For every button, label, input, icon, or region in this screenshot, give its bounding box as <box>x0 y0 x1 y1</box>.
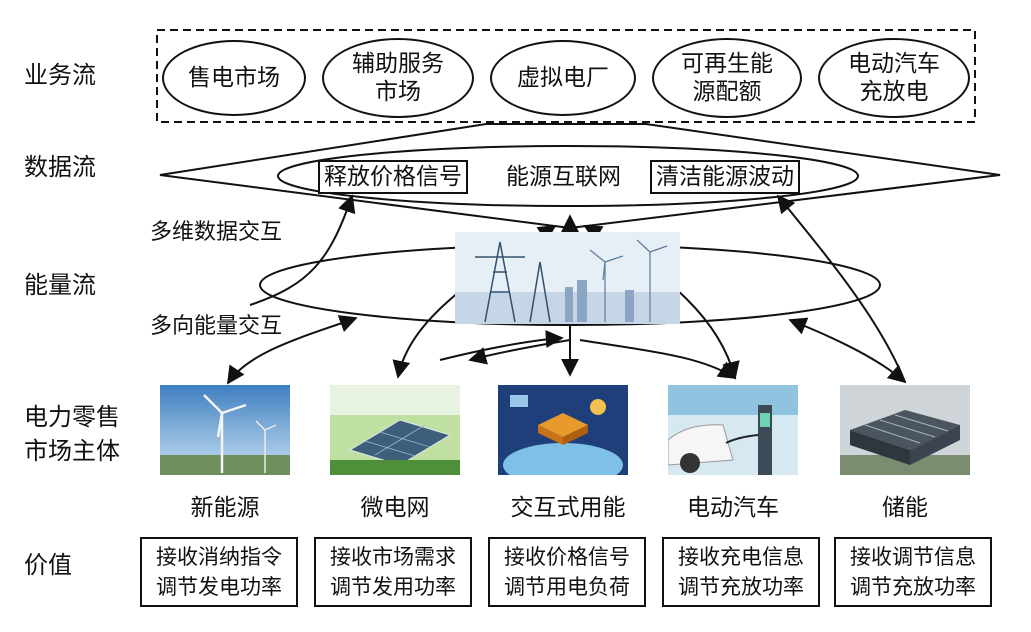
energy-storage-photo <box>840 385 970 475</box>
value-line1: 接收价格信号 <box>504 545 630 569</box>
value-box-interactive-energy: 接收价格信号 调节用电负荷 <box>488 537 646 607</box>
arrow-new-energy-data <box>249 194 356 306</box>
value-box-new-energy: 接收消纳指令 调节发电功率 <box>140 537 298 607</box>
clean-energy-fluctuation-label: 清洁能源波动 <box>650 160 800 194</box>
multi-dimensional-data-interaction-label: 多维数据交互 <box>150 220 283 245</box>
row-label-business-flow: 业务流 <box>24 61 96 89</box>
business-flow-dashed-box <box>156 29 976 123</box>
multi-directional-energy-interaction-label: 多向能量交互 <box>150 314 283 339</box>
row-label-value: 价值 <box>24 551 72 579</box>
value-line2: 调节充放功率 <box>850 575 976 599</box>
entity-name-new-energy: 新能源 <box>190 495 260 521</box>
value-line2: 调节发电功率 <box>156 575 282 599</box>
arrow-interactive-left <box>468 339 571 365</box>
entity-name-interactive-energy: 交互式用能 <box>510 495 626 521</box>
arrow-new-energy-energy <box>226 315 358 385</box>
business-oval-virtual-power-plant: 虚拟电厂 <box>490 40 636 116</box>
energy-internet-label: 能源互联网 <box>506 164 621 190</box>
row-label-retail-entity-line2: 市场主体 <box>24 437 120 465</box>
business-oval-renewable-quota: 可再生能 源配额 <box>652 38 802 118</box>
business-oval-ev-charge-discharge: 电动汽车 充放电 <box>818 38 970 118</box>
entity-name-ev: 电动汽车 <box>687 495 779 521</box>
value-line1: 接收充电信息 <box>678 545 804 569</box>
arrow-storage-data <box>776 194 906 383</box>
row-label-energy-flow: 能量流 <box>24 271 96 299</box>
business-oval-electricity-market: 售电市场 <box>162 40 306 116</box>
value-box-ev: 接收充电信息 调节充放功率 <box>662 537 820 607</box>
business-oval-ancillary-service-market: 辅助服务 市场 <box>322 38 474 118</box>
release-price-signal-label: 释放价格信号 <box>318 160 468 194</box>
value-line2: 调节用电负荷 <box>504 575 630 599</box>
interactive-energy-photo <box>498 385 628 475</box>
value-line2: 调节发用功率 <box>330 575 456 599</box>
value-box-microgrid: 接收市场需求 调节发用功率 <box>314 537 472 607</box>
arrow-ev-energy <box>579 339 737 379</box>
entity-name-storage: 储能 <box>882 495 928 521</box>
power-tower-photo <box>455 232 680 324</box>
microgrid-photo <box>330 385 460 475</box>
value-line1: 接收调节信息 <box>850 545 976 569</box>
entity-name-microgrid: 微电网 <box>360 495 430 521</box>
wind-turbine-photo <box>160 385 290 475</box>
value-box-storage: 接收调节信息 调节充放功率 <box>834 537 992 607</box>
arrow-storage-energy <box>788 317 907 384</box>
value-line1: 接收消纳指令 <box>156 545 282 569</box>
ev-charging-photo <box>668 385 798 475</box>
row-label-data-flow: 数据流 <box>24 153 96 181</box>
value-line2: 调节充放功率 <box>678 575 804 599</box>
value-line1: 接收市场需求 <box>330 545 456 569</box>
arrow-microgrid-energy <box>439 330 564 361</box>
row-label-retail-entity-line1: 电力零售 <box>24 403 120 431</box>
